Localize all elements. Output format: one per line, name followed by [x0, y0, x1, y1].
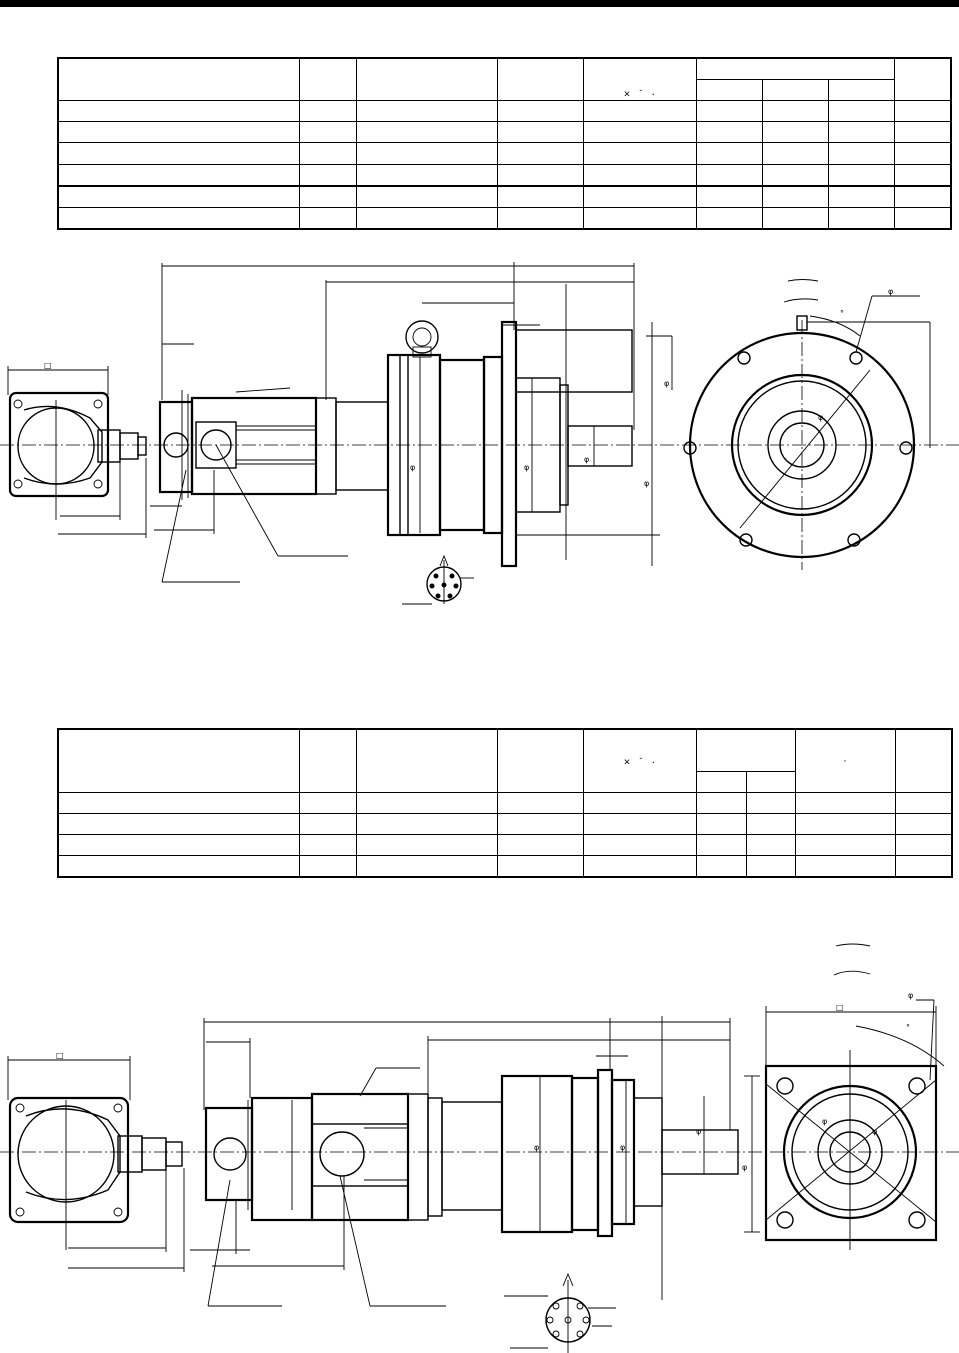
bottom-motor-side-view — [204, 1092, 503, 1222]
dot-mark: · — [843, 754, 847, 767]
table-row — [57, 121, 952, 144]
header-cell-ratio: × - · — [582, 728, 697, 793]
bottom-dimension-lines — [190, 1018, 760, 1270]
dot-mark: · — [651, 756, 656, 769]
table-row — [57, 833, 953, 856]
table-row — [57, 206, 952, 230]
square-mark: □ — [44, 361, 52, 370]
top-drawing: φ φ φ φ φ — [0, 262, 959, 605]
top-dimension-lines: φ φ φ φ φ — [150, 262, 673, 566]
table-row — [57, 142, 952, 165]
svg-text:φ: φ — [872, 1127, 877, 1136]
square-mark: □ — [836, 1003, 844, 1012]
svg-text:φ: φ — [664, 379, 669, 388]
svg-text:φ: φ — [908, 991, 913, 1000]
svg-text:φ: φ — [818, 413, 823, 422]
top-leader-lines — [161, 444, 348, 583]
svg-text:φ: φ — [888, 287, 893, 296]
page-top-rule — [0, 0, 959, 7]
table-header-subrow — [58, 770, 952, 793]
svg-text:φ: φ — [584, 455, 589, 464]
degree-mark: ° — [906, 1023, 910, 1032]
bottom-reducer-side-view: φ φ φ φ — [500, 1016, 747, 1300]
svg-text:φ: φ — [644, 479, 649, 488]
bottom-drawing: φ φ φ φ — [0, 943, 959, 1353]
times-mark: × — [623, 88, 631, 101]
svg-text:φ: φ — [696, 1127, 701, 1136]
svg-text:φ: φ — [620, 1143, 625, 1152]
top-flange-front-view: φ φ ° — [683, 279, 931, 570]
times-mark: × — [623, 756, 631, 769]
top-connector-pinout — [402, 554, 474, 605]
table-row — [57, 812, 953, 835]
bottom-motor-end-view — [7, 1056, 185, 1272]
svg-text:φ: φ — [410, 463, 415, 472]
svg-text:φ: φ — [524, 463, 529, 472]
spec-table-bottom: × - · · — [57, 728, 953, 878]
header-cell — [57, 57, 300, 102]
table-header-subrow — [58, 79, 951, 102]
top-reducer-side-view — [386, 284, 633, 568]
square-mark: □ — [56, 1051, 64, 1060]
table-header-row: × - · · — [57, 728, 953, 793]
header-cell-ratio: × - · — [582, 57, 697, 102]
svg-text:φ: φ — [742, 1163, 747, 1172]
header-cell — [893, 57, 952, 102]
header-cell — [298, 57, 357, 102]
svg-text:φ: φ — [534, 1143, 539, 1152]
top-motor-side-view — [158, 387, 389, 500]
table-row — [57, 854, 953, 877]
spec-table-top: × - · — [57, 57, 953, 230]
dash-mark: - — [639, 84, 643, 95]
svg-text:φ: φ — [822, 1117, 827, 1126]
degree-mark: ° — [840, 309, 844, 318]
bottom-leader-lines — [207, 1067, 446, 1307]
dot-mark: · — [651, 88, 656, 101]
header-cell: · — [794, 728, 896, 793]
dash-mark: - — [639, 752, 643, 763]
top-motor-end-view — [7, 366, 147, 538]
header-cell-group — [695, 728, 796, 772]
header-cell — [894, 728, 953, 793]
table-row — [57, 163, 952, 187]
bottom-connector-pinout — [504, 1272, 616, 1353]
bottom-flange-front-view: φ φ φ ° □ — [764, 943, 945, 1250]
